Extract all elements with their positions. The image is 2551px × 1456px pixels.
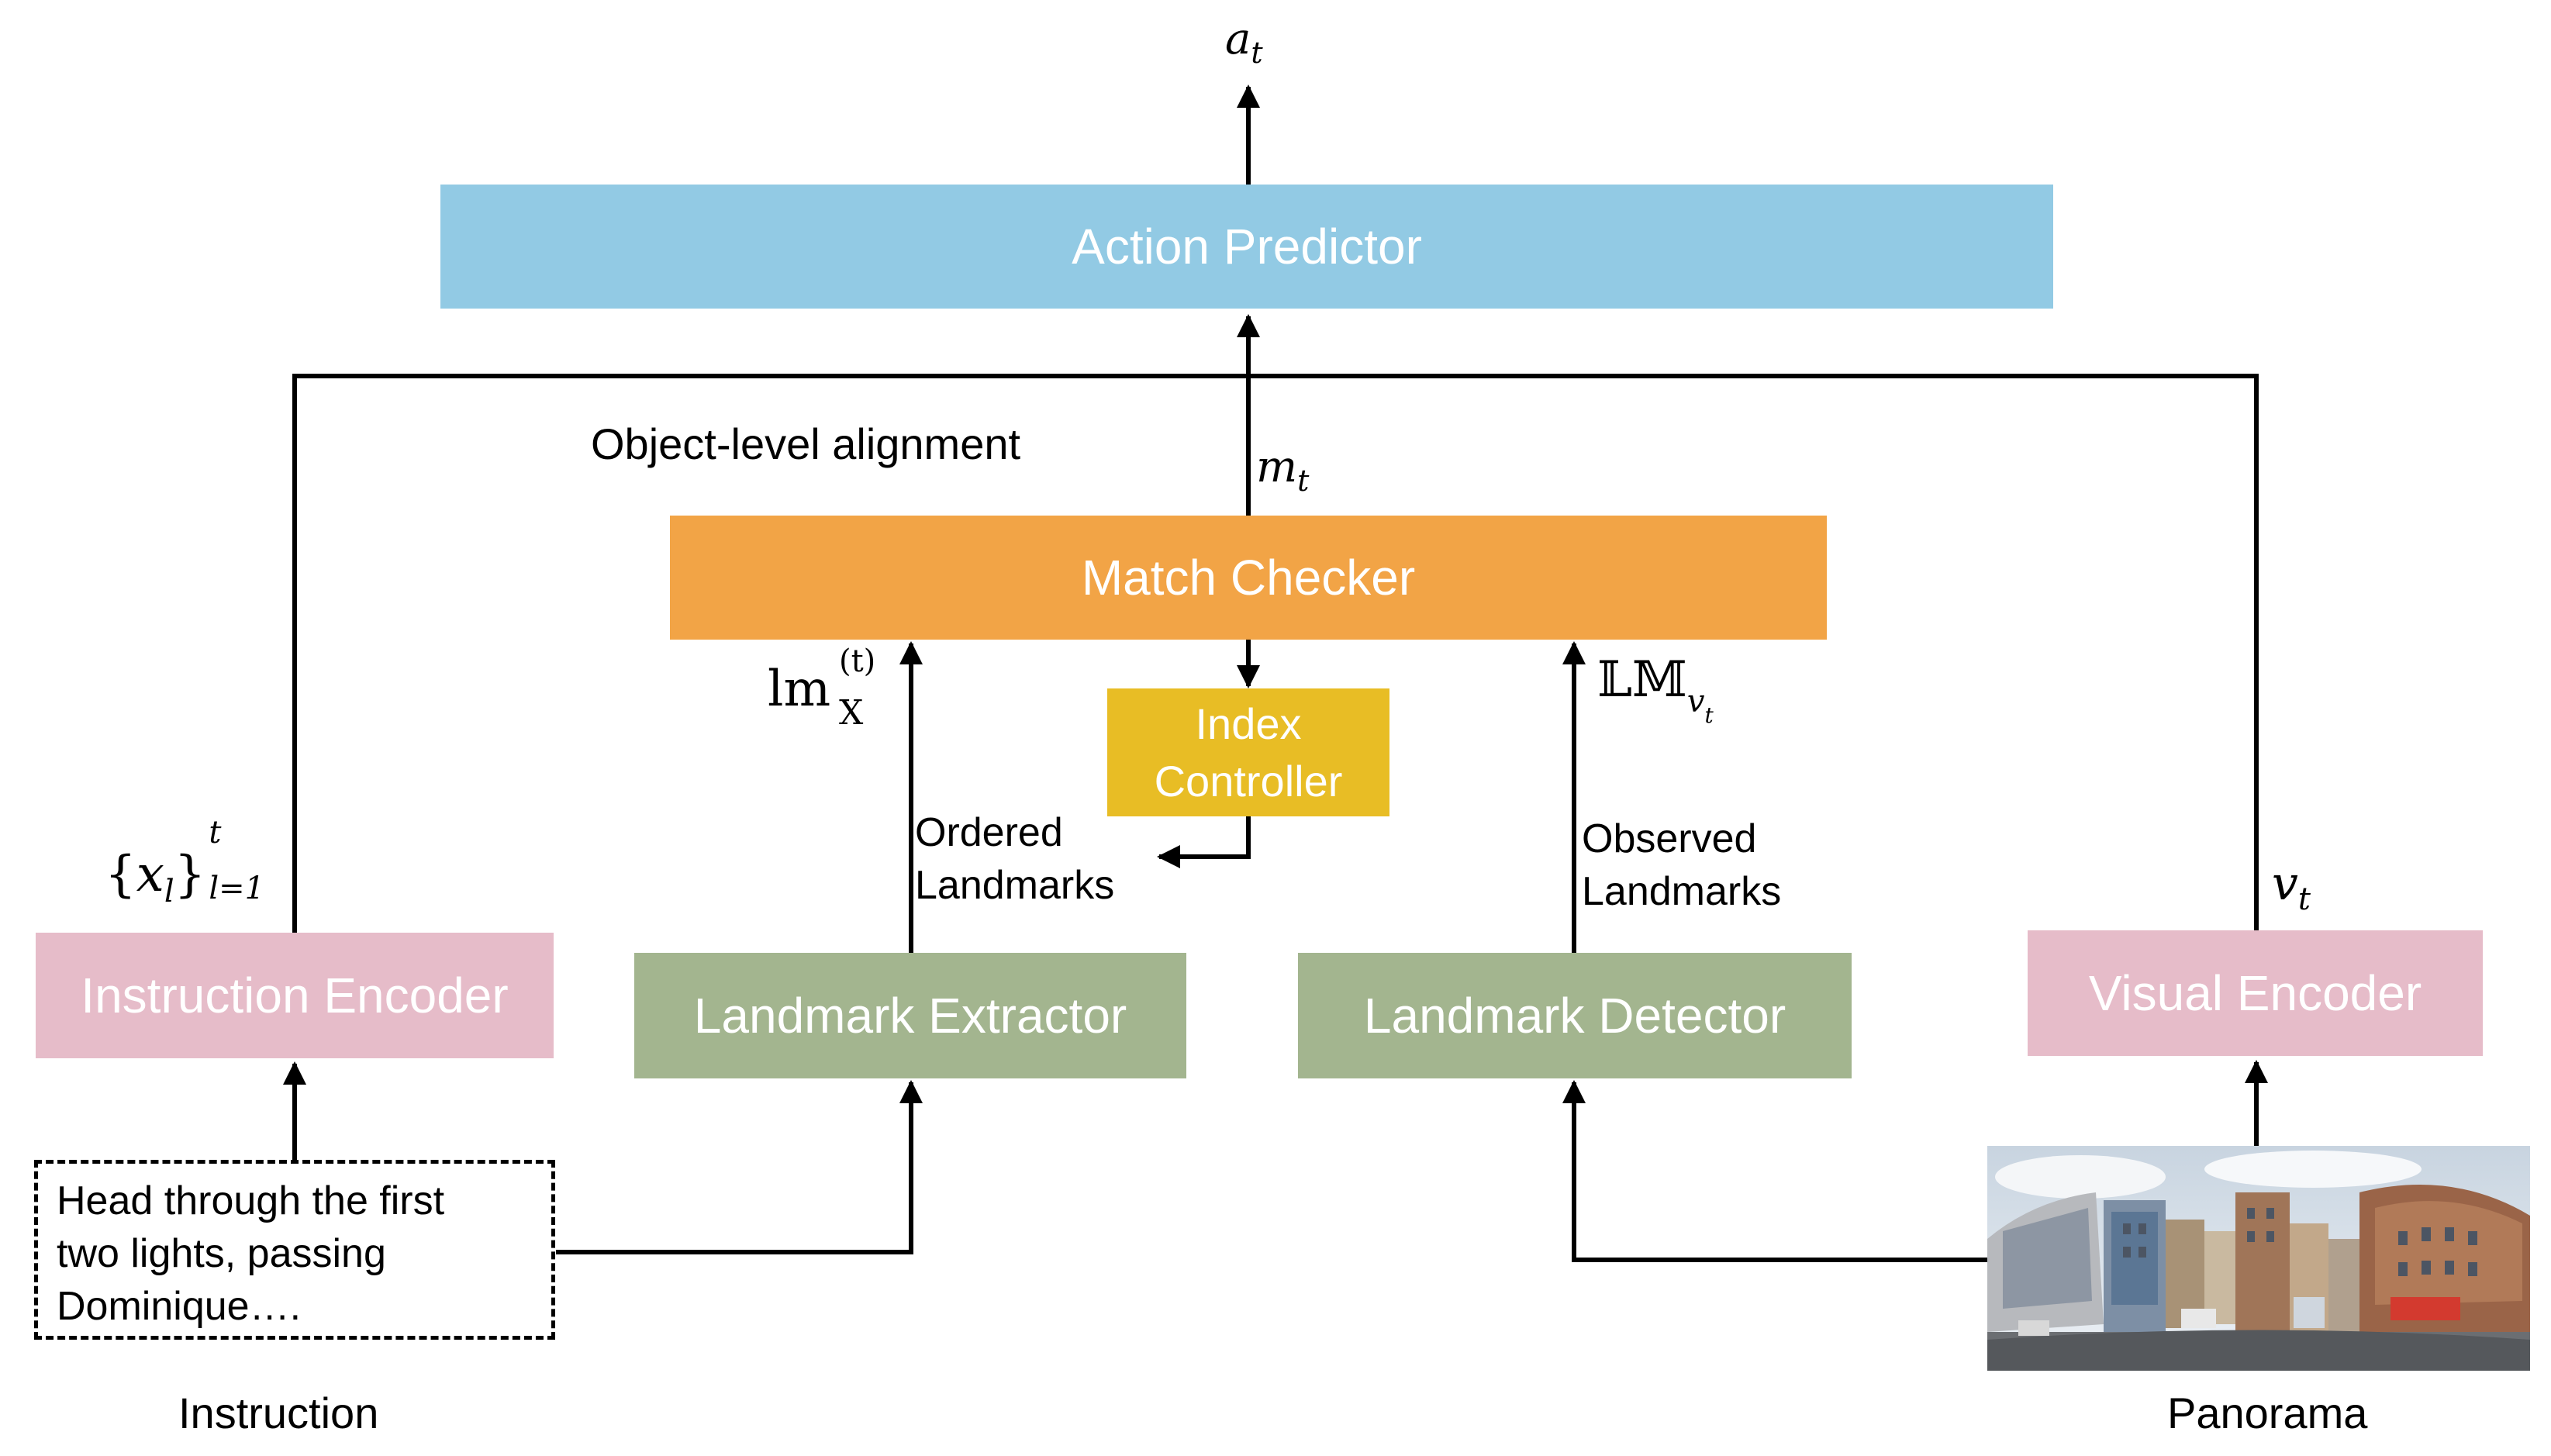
seq-x: x — [136, 846, 164, 903]
seq-open-brace: { — [105, 846, 136, 903]
seq-sup: t — [209, 815, 222, 850]
instruction-sequence-label: {xl}t l=1 — [105, 815, 275, 909]
lm-base: lm — [768, 661, 831, 718]
arrow-index-to-ordered — [1157, 816, 1251, 868]
observed-landmarks-line2: Landmarks — [1582, 869, 1782, 914]
lm-sub: X — [839, 693, 864, 733]
line-instruction-to-action — [292, 374, 1248, 933]
landmark-extractor-label: Landmark Extractor — [693, 988, 1127, 1044]
match-checker: Match Checker — [670, 516, 1827, 640]
visual-feature-label: vt — [2272, 857, 2311, 917]
action-output-sub: t — [1251, 36, 1263, 71]
ordered-landmarks-line1: Ordered — [915, 810, 1063, 855]
LM-base: 𝕃𝕄 — [1597, 651, 1687, 709]
seq-close-brace: } — [174, 846, 206, 903]
match-signal-label: mt — [1256, 442, 1309, 498]
seq-x-sub: l — [164, 873, 174, 909]
ordered-landmarks-line2: Landmarks — [915, 863, 1115, 908]
arrow-panorama-to-detector — [1562, 1080, 1987, 1262]
match-signal-base: m — [1256, 442, 1298, 492]
landmark-detector-label: Landmark Detector — [1363, 988, 1786, 1044]
index-controller-line2: Controller — [1154, 756, 1343, 806]
LM-subsub: t — [1704, 702, 1714, 728]
instruction-line-2: two lights, passing — [57, 1231, 386, 1276]
landmark-detector: Landmark Detector — [1298, 953, 1852, 1078]
ordered-landmark-symbol: lm (t) X — [768, 643, 907, 744]
action-output-label: at — [1225, 14, 1263, 70]
lm-sup: (t) — [839, 643, 876, 679]
seq-sub: l=1 — [209, 871, 265, 906]
visual-feature-sub: t — [2297, 882, 2311, 917]
observed-landmarks-line1: Observed — [1582, 816, 1757, 861]
match-checker-label: Match Checker — [1081, 550, 1416, 606]
panorama-caption: Panorama — [2167, 1389, 2368, 1437]
visual-encoder: Visual Encoder — [2028, 930, 2483, 1056]
action-predictor-label: Action Predictor — [1072, 219, 1422, 274]
panorama-image — [1987, 1146, 2530, 1371]
alignment-title: Object-level alignment — [591, 419, 1021, 468]
instruction-text-box: Head through the first two lights, passi… — [34, 1160, 555, 1340]
landmark-extractor: Landmark Extractor — [634, 953, 1186, 1078]
instruction-encoder-label: Instruction Encoder — [81, 968, 509, 1023]
ordered-landmarks-label: Ordered Landmarks — [915, 806, 1114, 912]
instruction-caption: Instruction — [178, 1389, 379, 1437]
observed-landmarks-label: Observed Landmarks — [1582, 813, 1781, 918]
LM-sub: v — [1686, 684, 1705, 719]
match-signal-sub: t — [1297, 464, 1310, 499]
action-output-base: a — [1225, 14, 1251, 64]
arrow-text-to-extractor — [556, 1080, 923, 1254]
action-predictor: Action Predictor — [440, 185, 2053, 309]
index-controller: Index Controller — [1107, 688, 1389, 816]
observed-landmark-symbol: 𝕃𝕄vt — [1597, 651, 1714, 728]
line-visual-to-action — [1248, 374, 2259, 930]
index-controller-line1: Index — [1195, 699, 1302, 748]
instruction-line-1: Head through the first — [57, 1178, 445, 1223]
instruction-line-3: Dominique…. — [57, 1284, 302, 1329]
visual-encoder-label: Visual Encoder — [2088, 965, 2422, 1021]
instruction-encoder: Instruction Encoder — [36, 933, 554, 1058]
visual-feature-base: v — [2272, 857, 2298, 911]
